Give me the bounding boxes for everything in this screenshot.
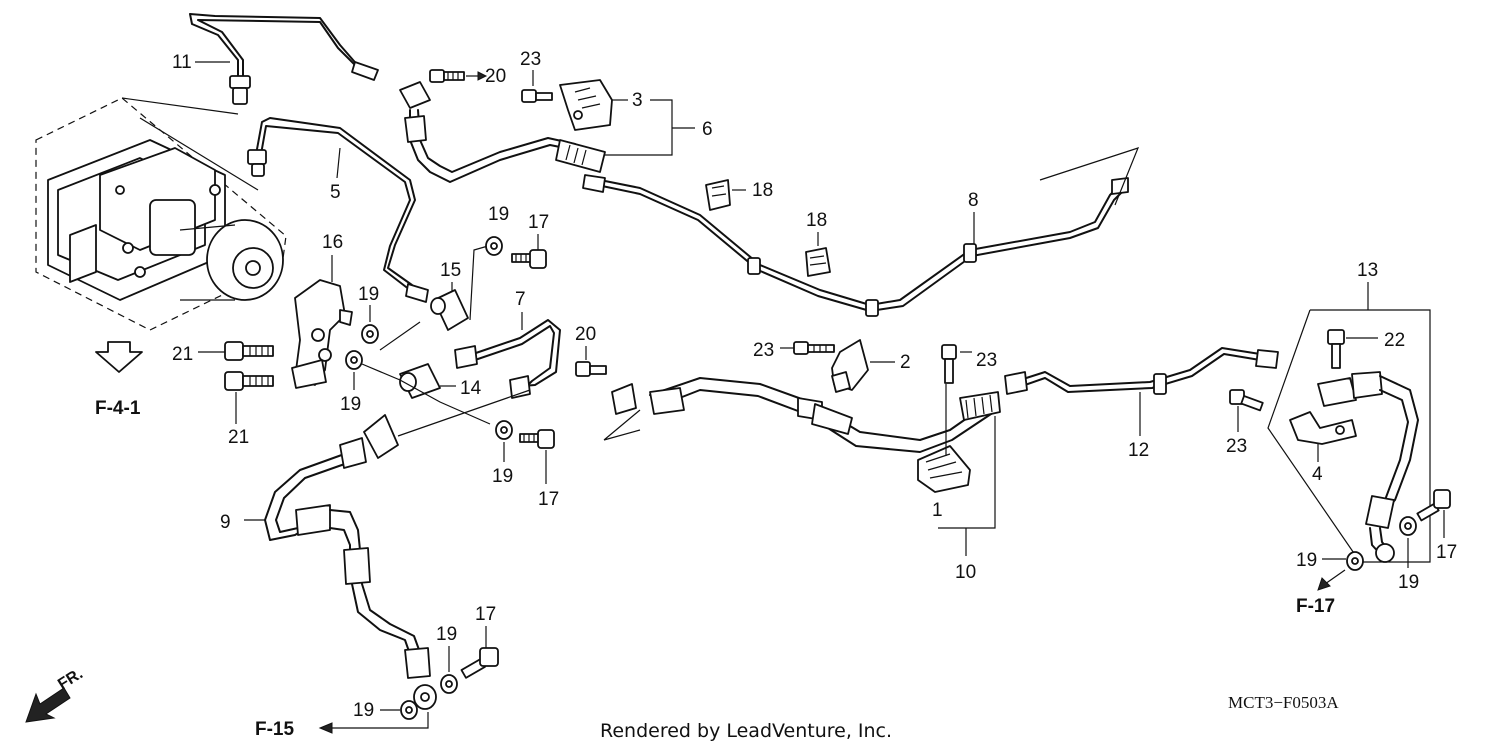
brake-pipe-8[interactable] [582, 147, 1140, 317]
callout-11: 11 [172, 52, 192, 73]
callout-13: 13 [1357, 260, 1378, 281]
callout-21-upper: 21 [172, 344, 193, 365]
washer-19-a[interactable] [361, 324, 379, 344]
bracket-16[interactable] [291, 279, 353, 389]
joint-15[interactable] [430, 289, 469, 331]
callout-19-g: 19 [1398, 572, 1419, 593]
brake-pipe-12[interactable] [1004, 347, 1279, 395]
washer-19-h[interactable] [1346, 551, 1364, 571]
clip-18-mid[interactable] [805, 247, 831, 277]
bolt-23-top[interactable] [521, 89, 553, 103]
clip-18-top[interactable] [705, 179, 731, 211]
bolt-20-mid[interactable] [575, 361, 607, 377]
callout-4: 4 [1312, 464, 1323, 485]
f-17-reference[interactable]: F-17 [1296, 569, 1346, 617]
callout-20-mid: 20 [575, 324, 596, 345]
bolt-17-mid[interactable] [519, 429, 555, 449]
bolt-21-upper[interactable] [224, 341, 274, 361]
washer-19-e[interactable] [440, 674, 458, 694]
bolt-21-lower[interactable] [224, 371, 274, 391]
callout-5: 5 [330, 182, 341, 203]
clamp-2[interactable] [831, 339, 869, 393]
callout-21-lower: 21 [228, 427, 249, 448]
callout-12: 12 [1128, 440, 1149, 461]
diagram-code: MCT3−F0503A [1228, 693, 1339, 712]
f-4-1-label: F-4-1 [95, 398, 141, 419]
brake-hose-13[interactable] [1267, 309, 1431, 563]
brake-pipe-5[interactable] [247, 117, 429, 303]
callout-17-upper: 17 [528, 212, 549, 233]
clamp-1[interactable] [917, 445, 971, 493]
callout-16: 16 [322, 232, 343, 253]
callout-23-right: 23 [1226, 436, 1247, 457]
bolt-23-right[interactable] [1229, 389, 1264, 412]
callout-19-d: 19 [492, 466, 513, 487]
callout-23-mid: 23 [753, 340, 774, 361]
joint-14[interactable] [399, 363, 441, 399]
bolt-23-vertical[interactable] [941, 344, 957, 384]
washer-19-g[interactable] [1399, 516, 1417, 536]
front-direction-arrow: FR. [25, 665, 86, 723]
f-4-1-reference[interactable]: F-4-1 [95, 341, 143, 419]
washer-19-d[interactable] [495, 420, 513, 440]
callout-8: 8 [968, 190, 979, 211]
bolt-23-mid[interactable] [793, 341, 835, 355]
callout-20-top: 20 [485, 66, 506, 87]
callout-22: 22 [1384, 330, 1405, 351]
callout-10: 10 [955, 562, 976, 583]
brake-hose-6[interactable] [399, 81, 606, 183]
callout-19-f: 19 [353, 700, 374, 721]
callout-23-vertical: 23 [976, 350, 997, 371]
callout-6: 6 [702, 119, 713, 140]
callout-7: 7 [515, 289, 526, 310]
callout-19-b: 19 [340, 394, 361, 415]
credit-text: Rendered by LeadVenture, Inc. [600, 720, 892, 742]
front-indicator-label: FR. [55, 665, 86, 693]
bracket-4[interactable] [1289, 411, 1357, 445]
callout-18-mid: 18 [806, 210, 827, 231]
callout-17-mid: 17 [538, 489, 559, 510]
bolt-17-bottom[interactable] [460, 647, 499, 679]
f-17-label: F-17 [1296, 596, 1335, 617]
bolt-22[interactable] [1327, 329, 1345, 369]
callout-17-right: 17 [1436, 542, 1457, 563]
callout-23-top: 23 [520, 49, 541, 70]
abs-modulator[interactable] [35, 97, 287, 331]
clamp-3[interactable] [559, 79, 613, 131]
bolt-17-right[interactable] [1416, 489, 1451, 522]
callout-17-bottom: 17 [475, 604, 496, 625]
washer-19-f[interactable] [400, 700, 418, 720]
callout-9: 9 [220, 512, 231, 533]
callout-18-top: 18 [752, 180, 773, 201]
callout-19-h: 19 [1296, 550, 1317, 571]
callout-19-e: 19 [436, 624, 457, 645]
bolt-17-upper[interactable] [511, 249, 547, 269]
callout-19-a: 19 [358, 284, 379, 305]
callout-2: 2 [900, 352, 911, 373]
brake-hose-10[interactable] [603, 377, 1001, 453]
bolt-20-top[interactable] [429, 69, 465, 83]
brake-pipe-7[interactable] [454, 319, 561, 399]
brake-pipe-11[interactable] [121, 13, 379, 191]
callout-15: 15 [440, 260, 461, 281]
callout-1: 1 [932, 500, 943, 521]
callout-14: 14 [460, 378, 482, 399]
washer-19-b[interactable] [345, 350, 363, 370]
f-15-label: F-15 [255, 719, 295, 740]
callout-19-c: 19 [488, 204, 509, 225]
f-15-reference[interactable]: F-15 [255, 712, 429, 740]
brake-hose-9[interactable] [264, 389, 531, 710]
washer-19-c[interactable] [485, 236, 503, 256]
callout-3: 3 [632, 90, 643, 111]
